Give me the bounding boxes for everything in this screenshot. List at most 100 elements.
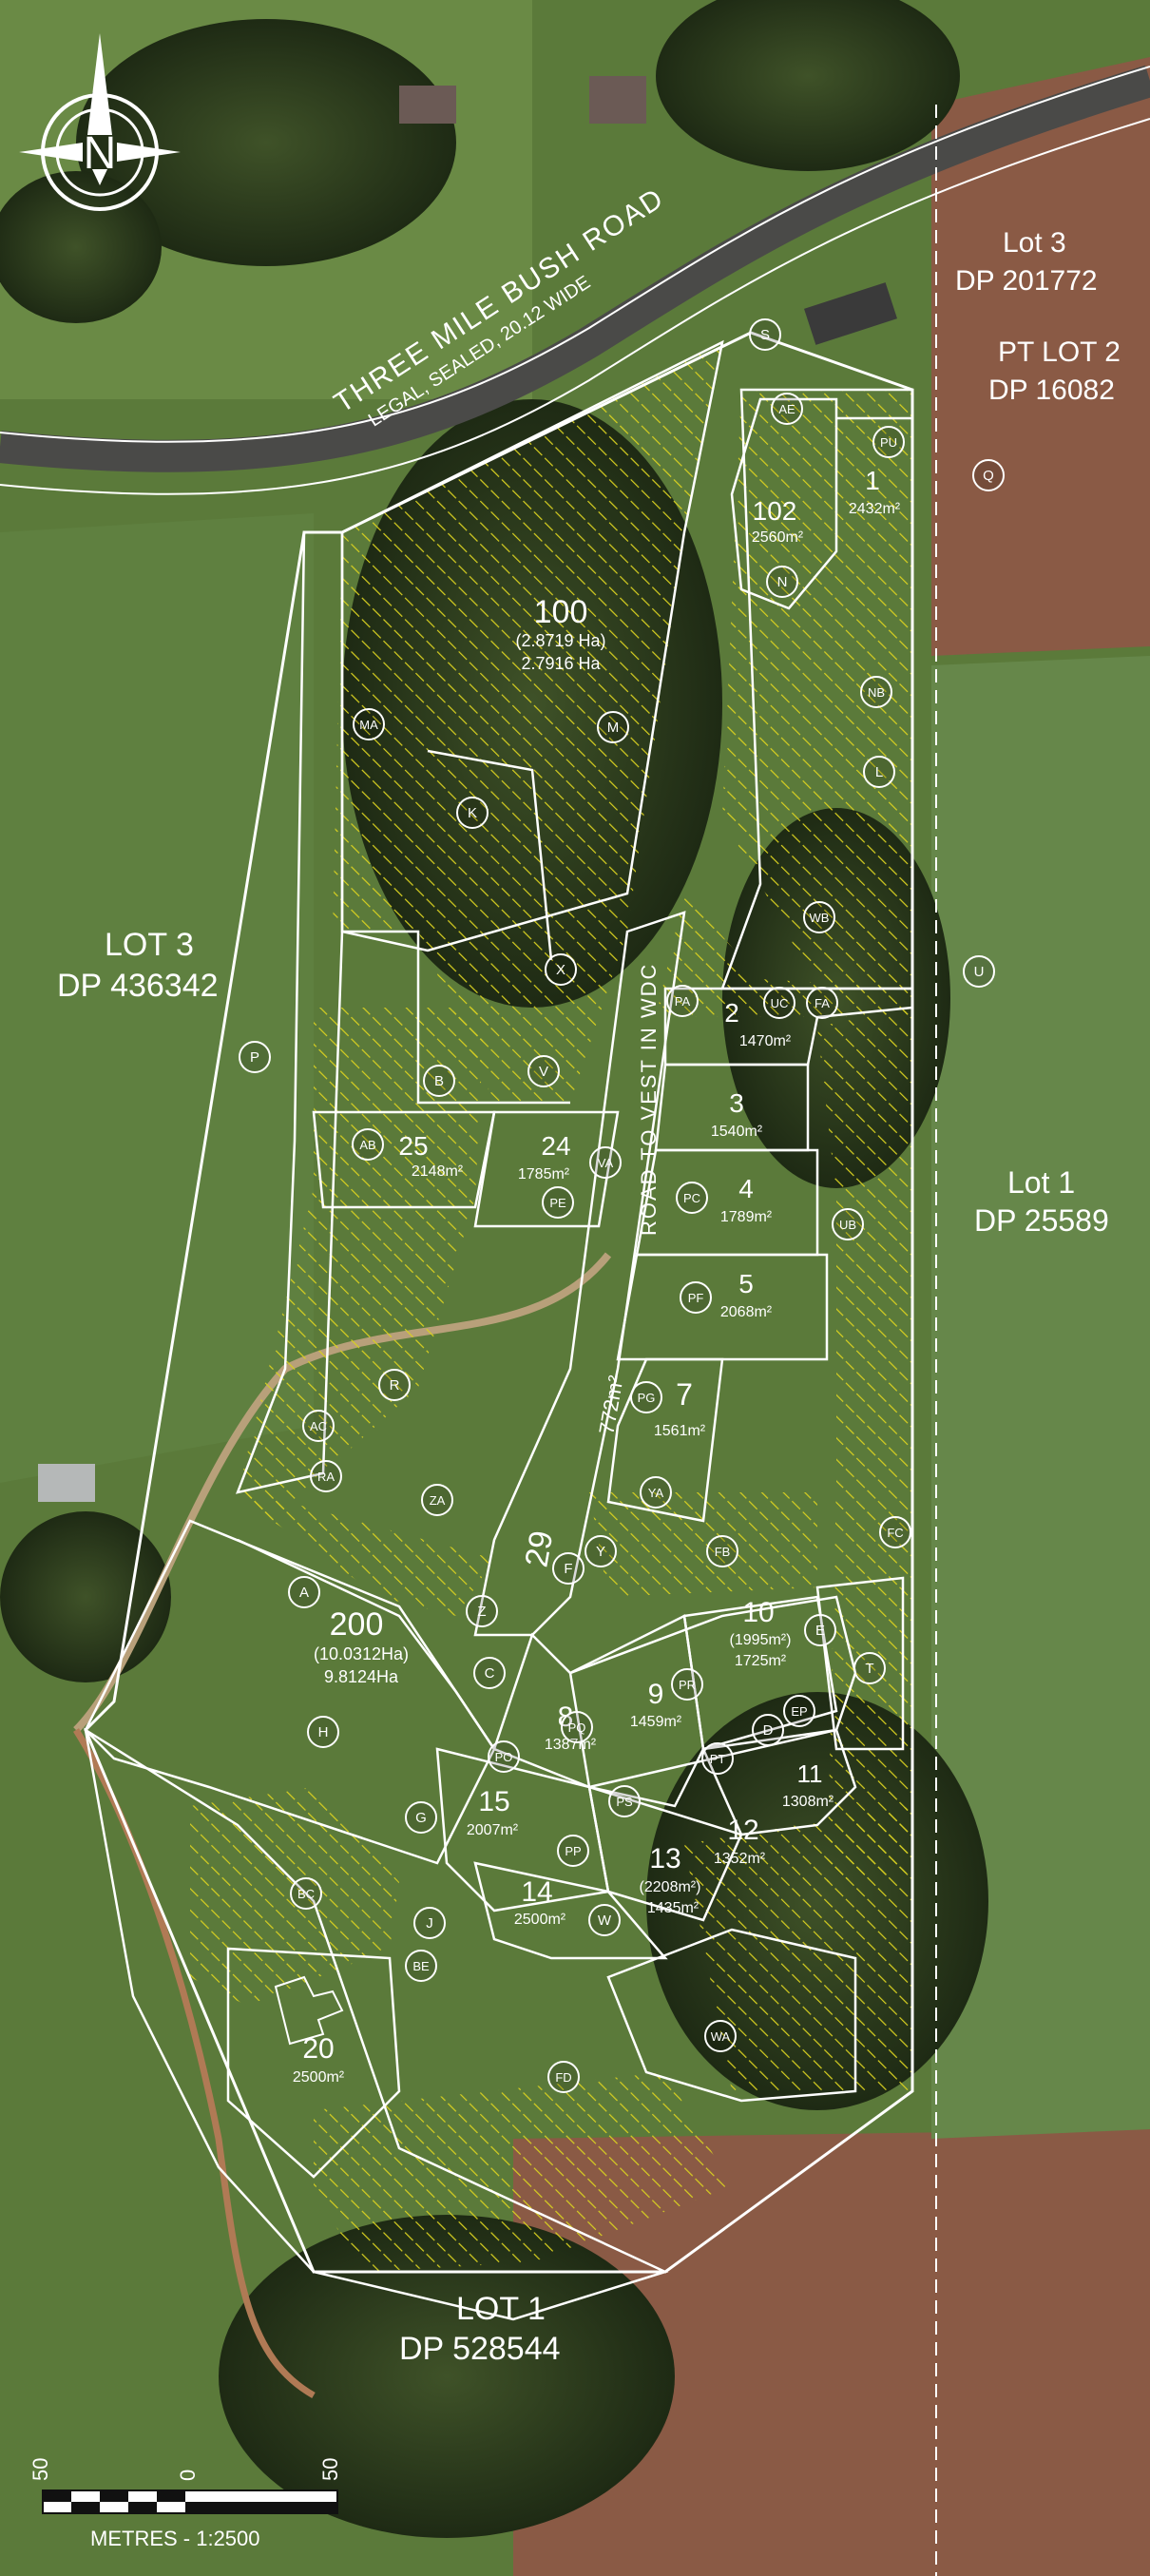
lot-number: 9 bbox=[648, 1679, 664, 1710]
easement-marker-ac[interactable]: AC bbox=[302, 1410, 335, 1442]
easement-marker-wa[interactable]: WA bbox=[704, 2020, 737, 2052]
easement-label: H bbox=[318, 1724, 329, 1740]
easement-marker-k[interactable]: K bbox=[456, 797, 489, 829]
lot-area-secondary: 2.7916 Ha bbox=[521, 654, 601, 673]
lot-2[interactable]: 2 1470m² bbox=[724, 998, 792, 1049]
easement-marker-pc[interactable]: PC bbox=[676, 1182, 708, 1214]
easement-label: AB bbox=[359, 1138, 375, 1152]
easement-label: BC bbox=[297, 1887, 315, 1901]
easement-marker-fb[interactable]: FB bbox=[706, 1535, 738, 1567]
easement-marker-pq[interactable]: PQ bbox=[561, 1711, 593, 1743]
lot-102[interactable]: 102 2560m² bbox=[752, 496, 804, 546]
easement-label: F bbox=[564, 1561, 572, 1577]
easement-marker-pg[interactable]: PG bbox=[630, 1381, 662, 1413]
easement-marker-fc[interactable]: FC bbox=[879, 1516, 911, 1548]
easement-marker-ya[interactable]: YA bbox=[640, 1476, 672, 1509]
easement-marker-p[interactable]: P bbox=[239, 1041, 271, 1073]
easement-marker-pp[interactable]: PP bbox=[557, 1835, 589, 1867]
easement-marker-a[interactable]: A bbox=[288, 1576, 320, 1608]
easement-marker-ma[interactable]: MA bbox=[353, 708, 385, 740]
lot-1[interactable]: 1 2432m² bbox=[849, 466, 901, 517]
scale-left: 50 bbox=[29, 2458, 52, 2481]
easement-marker-d[interactable]: D bbox=[752, 1714, 784, 1746]
easement-marker-ps[interactable]: PS bbox=[608, 1785, 641, 1817]
easement-marker-g[interactable]: G bbox=[405, 1801, 437, 1834]
easement-marker-ub[interactable]: UB bbox=[832, 1208, 864, 1240]
easement-label: X bbox=[556, 962, 565, 978]
easement-marker-r[interactable]: R bbox=[378, 1369, 411, 1401]
easement-marker-pu[interactable]: PU bbox=[872, 426, 905, 458]
easement-marker-l[interactable]: L bbox=[863, 756, 895, 788]
easement-marker-be[interactable]: BE bbox=[405, 1950, 437, 1982]
easement-label: PC bbox=[683, 1191, 700, 1205]
easement-marker-h[interactable]: H bbox=[307, 1716, 339, 1748]
lot-9[interactable]: 9 1459m² bbox=[630, 1679, 682, 1730]
easement-marker-uc[interactable]: UC bbox=[763, 987, 795, 1019]
easement-marker-fa[interactable]: FA bbox=[806, 987, 838, 1019]
easement-marker-va[interactable]: VA bbox=[589, 1146, 622, 1179]
easement-marker-t[interactable]: T bbox=[853, 1652, 886, 1684]
easement-marker-po[interactable]: PO bbox=[488, 1740, 520, 1773]
easement-label: PO bbox=[495, 1750, 513, 1764]
easement-marker-q[interactable]: Q bbox=[972, 459, 1005, 491]
easement-marker-w[interactable]: W bbox=[588, 1904, 621, 1936]
easement-circle bbox=[706, 1535, 738, 1567]
lot-3[interactable]: 3 1540m² bbox=[711, 1088, 763, 1140]
easement-marker-pe[interactable]: PE bbox=[542, 1186, 574, 1219]
lot-15[interactable]: 15 2007m² bbox=[467, 1786, 519, 1838]
easement-marker-e[interactable]: E bbox=[804, 1614, 836, 1646]
easement-marker-n[interactable]: N bbox=[766, 566, 798, 598]
easement-marker-ra[interactable]: RA bbox=[310, 1460, 342, 1492]
easement-marker-ab[interactable]: AB bbox=[352, 1128, 384, 1161]
easement-marker-b[interactable]: B bbox=[423, 1065, 455, 1097]
lot-7[interactable]: 7 1561m² bbox=[654, 1377, 706, 1439]
lot-100[interactable]: 100 (2.8719 Ha) 2.7916 Ha bbox=[515, 594, 605, 673]
easement-label: PG bbox=[638, 1391, 656, 1405]
lot-14[interactable]: 14 2500m² bbox=[514, 1876, 566, 1928]
easement-marker-nb[interactable]: NB bbox=[860, 676, 892, 708]
lot-11[interactable]: 11 1308m² bbox=[782, 1759, 834, 1810]
easement-marker-z[interactable]: Z bbox=[466, 1595, 498, 1627]
lot-10[interactable]: 10 (1995m²) 1725m² bbox=[730, 1597, 792, 1669]
easement-label: PA bbox=[675, 994, 691, 1009]
easement-marker-ep[interactable]: EP bbox=[783, 1695, 815, 1727]
easement-marker-pf[interactable]: PF bbox=[680, 1281, 712, 1314]
easement-label: R bbox=[390, 1377, 400, 1394]
easement-marker-c[interactable]: C bbox=[473, 1657, 506, 1689]
parcel-boundaries bbox=[84, 339, 914, 2321]
easement-circle bbox=[405, 1801, 437, 1834]
lot-4[interactable]: 4 1789m² bbox=[720, 1174, 773, 1225]
easement-marker-pr[interactable]: PR bbox=[671, 1668, 703, 1701]
easement-marker-j[interactable]: J bbox=[413, 1907, 446, 1939]
lot-13[interactable]: 13 (2208m²) 1435m² bbox=[640, 1843, 701, 1916]
easement-circle bbox=[239, 1041, 271, 1073]
north-arrow: N bbox=[19, 33, 181, 211]
easement-marker-ae[interactable]: AE bbox=[771, 393, 803, 425]
adjacent-lot-label: LOT 3 bbox=[105, 927, 194, 963]
lot-200[interactable]: 200 (10.0312Ha) 9.8124Ha bbox=[314, 1606, 409, 1686]
easement-marker-y[interactable]: Y bbox=[585, 1535, 617, 1567]
easement-circle bbox=[561, 1711, 593, 1743]
easement-marker-pt[interactable]: PT bbox=[701, 1742, 734, 1775]
easement-marker-s[interactable]: S bbox=[749, 318, 781, 351]
lot-5[interactable]: 5 2068m² bbox=[720, 1269, 773, 1320]
lot-25[interactable]: 25 2148m² bbox=[398, 1131, 463, 1180]
easement-marker-m[interactable]: M bbox=[597, 711, 629, 743]
lot-number: 14 bbox=[521, 1876, 552, 1908]
lot-24[interactable]: 24 1785m² bbox=[518, 1131, 571, 1182]
easement-marker-bc[interactable]: BC bbox=[290, 1877, 322, 1910]
easement-label: FC bbox=[887, 1526, 903, 1540]
easement-marker-wb[interactable]: WB bbox=[803, 901, 835, 933]
easement-label: E bbox=[815, 1623, 825, 1639]
easement-marker-u[interactable]: U bbox=[963, 955, 995, 988]
easement-marker-za[interactable]: ZA bbox=[421, 1484, 453, 1516]
easement-circle bbox=[288, 1576, 320, 1608]
easement-marker-pa[interactable]: PA bbox=[666, 985, 699, 1017]
lot-12[interactable]: 12 1352m² bbox=[714, 1815, 766, 1867]
easement-marker-f[interactable]: F bbox=[552, 1552, 585, 1585]
easement-marker-fd[interactable]: FD bbox=[547, 2061, 580, 2093]
easement-marker-v[interactable]: V bbox=[527, 1055, 560, 1087]
lot-20[interactable]: 20 2500m² bbox=[293, 2033, 345, 2086]
lot-area-secondary: 9.8124Ha bbox=[324, 1667, 399, 1686]
easement-marker-x[interactable]: X bbox=[545, 953, 577, 986]
